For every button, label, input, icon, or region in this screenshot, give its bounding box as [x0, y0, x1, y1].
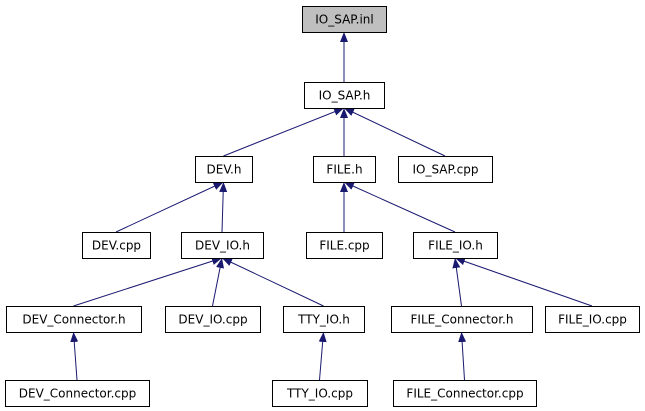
- node-box: [82, 232, 151, 259]
- edge-dev-io-h-to-dev-h: [219, 181, 228, 233]
- node-label: FILE_IO.h: [428, 239, 483, 253]
- node-dev-io-h[interactable]: DEV_IO.h: [181, 232, 264, 259]
- node-box: [195, 156, 253, 183]
- node-file-io-cpp[interactable]: FILE_IO.cpp: [545, 306, 640, 333]
- edge-file-io-h-to-file-h: [343, 181, 456, 233]
- edge-io-sap-cpp-to-io-sap-h: [343, 107, 446, 157]
- node-io-sap-inl: IO_SAP.inl: [302, 6, 387, 33]
- node-box: [393, 380, 537, 407]
- edge-file-connector-h-to-file-io-h: [452, 257, 462, 307]
- node-box: [6, 306, 142, 333]
- node-file-connector-cpp[interactable]: FILE_Connector.cpp: [393, 380, 537, 407]
- node-box: [306, 232, 383, 259]
- edge-dev-h-to-io-sap-h: [223, 107, 345, 157]
- node-label: IO_SAP.h: [319, 89, 371, 103]
- node-label: FILE.cpp: [319, 239, 369, 253]
- node-box: [302, 6, 387, 33]
- node-label: IO_SAP.cpp: [412, 163, 478, 177]
- node-label: DEV_Connector.cpp: [19, 387, 136, 401]
- node-label: DEV.h: [207, 163, 242, 177]
- node-dev-io-cpp[interactable]: DEV_IO.cpp: [165, 306, 261, 333]
- node-label: FILE_IO.cpp: [558, 313, 627, 327]
- node-label: DEV.cpp: [92, 239, 141, 253]
- edge-tty-io-h-to-dev-io-h: [221, 257, 324, 307]
- node-label: FILE_Connector.h: [411, 313, 514, 327]
- edge-dev-connector-h-to-dev-io-h: [73, 257, 223, 307]
- node-dev-connector-cpp[interactable]: DEV_Connector.cpp: [5, 380, 150, 407]
- node-box: [391, 306, 533, 333]
- node-file-cpp[interactable]: FILE.cpp: [306, 232, 383, 259]
- node-box: [165, 306, 261, 333]
- node-label: DEV_Connector.h: [22, 313, 125, 327]
- edge-file-connector-cpp-to-file-connector-h: [458, 331, 467, 381]
- edge-file-io-cpp-to-file-io-h: [454, 257, 593, 307]
- node-tty-io-cpp[interactable]: TTY_IO.cpp: [272, 380, 368, 407]
- node-label: FILE.h: [326, 163, 362, 177]
- node-box: [272, 380, 368, 407]
- edge-dev-cpp-to-dev-h: [115, 181, 224, 233]
- node-file-h[interactable]: FILE.h: [313, 156, 376, 183]
- node-box: [313, 156, 376, 183]
- node-label: DEV_IO.cpp: [178, 313, 247, 327]
- node-label: TTY_IO.cpp: [286, 387, 353, 401]
- node-dev-cpp[interactable]: DEV.cpp: [82, 232, 151, 259]
- node-dev-connector-h[interactable]: DEV_Connector.h: [6, 306, 142, 333]
- node-io-sap-cpp[interactable]: IO_SAP.cpp: [398, 156, 493, 183]
- node-box: [413, 232, 498, 259]
- edge-tty-io-cpp-to-tty-io-h: [318, 331, 327, 381]
- node-box: [283, 306, 365, 333]
- node-label: FILE_Connector.cpp: [406, 387, 523, 401]
- node-label: IO_SAP.inl: [315, 13, 374, 27]
- node-box: [181, 232, 264, 259]
- node-file-io-h[interactable]: FILE_IO.h: [413, 232, 498, 259]
- node-dev-h[interactable]: DEV.h: [195, 156, 253, 183]
- edge-dev-io-cpp-to-dev-io-h: [212, 257, 224, 307]
- node-io-sap-h[interactable]: IO_SAP.h: [304, 82, 385, 109]
- node-box: [5, 380, 150, 407]
- edges-layer: [70, 32, 593, 381]
- node-label: DEV_IO.h: [195, 239, 250, 253]
- edge-dev-connector-cpp-to-dev-connector-h: [70, 331, 79, 381]
- node-file-connector-h[interactable]: FILE_Connector.h: [391, 306, 533, 333]
- node-box: [545, 306, 640, 333]
- node-box: [398, 156, 493, 183]
- node-label: TTY_IO.h: [297, 313, 350, 327]
- node-tty-io-h[interactable]: TTY_IO.h: [283, 306, 365, 333]
- node-box: [304, 82, 385, 109]
